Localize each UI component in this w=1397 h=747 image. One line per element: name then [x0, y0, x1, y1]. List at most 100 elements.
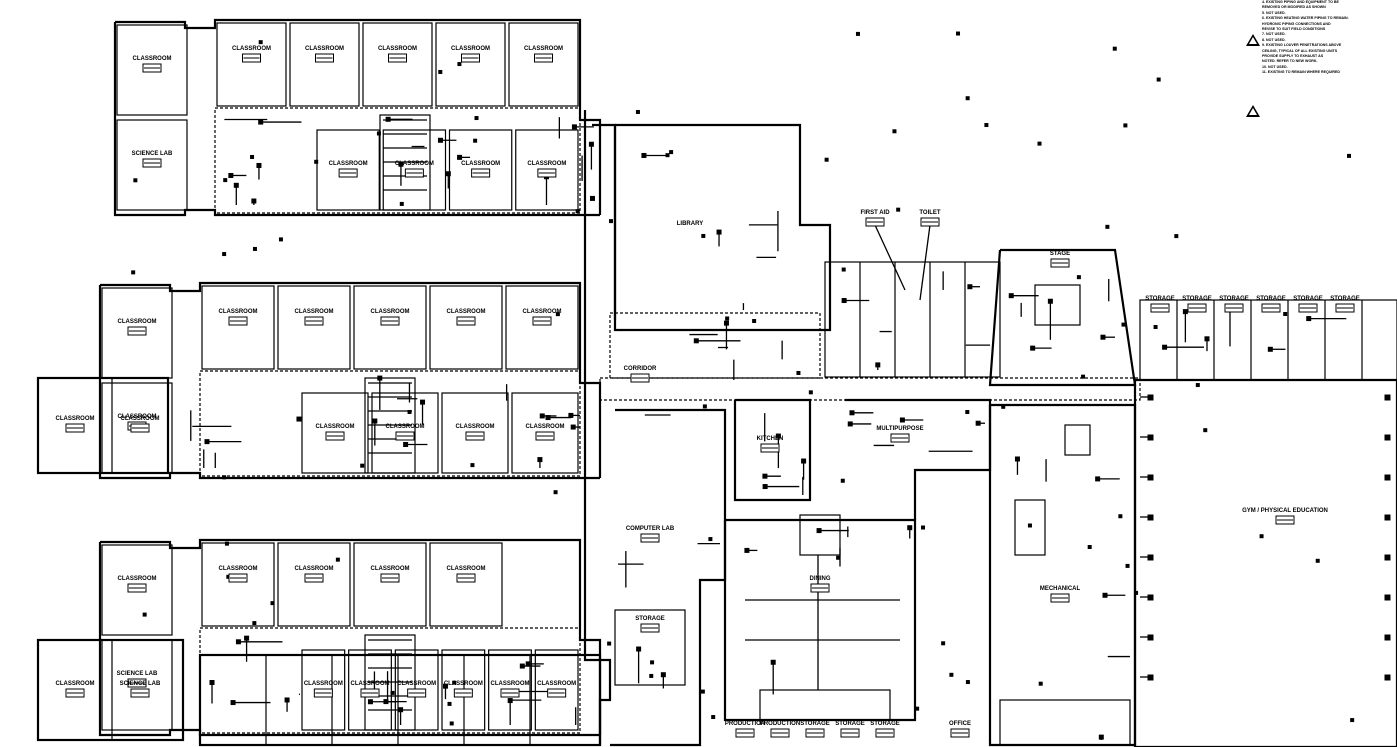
general-note-line: 8. NOT USED.: [1262, 37, 1286, 42]
classroom-label: CLASSROOM: [451, 46, 490, 52]
equipment-unit: [452, 680, 457, 685]
equipment-unit: [1100, 334, 1106, 340]
equipment-unit: [545, 415, 551, 421]
room-label: PRODUCTION: [760, 721, 800, 727]
classroom-wall: [216, 22, 287, 107]
classroom-wall: [301, 649, 346, 731]
general-note-line: REMOVED OR MODIFIED AS SHOWN: [1262, 5, 1326, 10]
room-label: STORAGE: [1145, 296, 1175, 302]
wall-segment: [115, 18, 602, 215]
equipment-unit: [1121, 322, 1126, 327]
equipment-unit: [744, 547, 750, 553]
classroom-wall: [301, 392, 369, 474]
equipment-unit: [892, 129, 897, 134]
first-aid-label: FIRST AID: [860, 210, 890, 216]
room-partitions: [101, 22, 1397, 746]
equipment-unit: [641, 152, 647, 158]
room-label: STORAGE: [1293, 296, 1323, 302]
equipment-unit: [636, 646, 642, 652]
equipment-unit: [965, 96, 970, 101]
equipment-unit: [438, 69, 443, 74]
classroom-wall: [441, 392, 509, 474]
equipment-unit: [252, 246, 257, 251]
toilet-core-wall: [364, 634, 416, 731]
classroom-label: CLASSROOM: [232, 46, 271, 52]
equipment-unit: [314, 159, 319, 164]
mechanical-wall: [988, 403, 1137, 747]
classroom-label: CLASSROOM: [351, 681, 390, 687]
equipment-unit: [553, 490, 558, 495]
equipment-unit: [907, 525, 913, 531]
general-note-line: NOTED. REFER TO NEW WORK.: [1262, 59, 1318, 64]
equipment-unit: [539, 413, 545, 419]
equipment-unit: [965, 680, 970, 685]
equipment-unit: [360, 463, 365, 468]
corridor-ceiling-zone: [199, 370, 581, 477]
equipment-unit: [816, 528, 822, 534]
equipment-unit: [1008, 293, 1014, 299]
equipment-unit: [801, 458, 807, 464]
dining-label: DINING: [810, 576, 831, 582]
classroom-label: CLASSROOM: [371, 566, 410, 572]
equipment-unit: [796, 370, 801, 375]
classroom-label: CLASSROOM: [456, 424, 495, 430]
classroom-wall: [316, 129, 380, 211]
classroom-wall: [201, 542, 275, 627]
equipment-unit: [256, 162, 262, 168]
equipment-unit: [693, 338, 699, 344]
equipment-unit: [1134, 590, 1139, 595]
equipment-unit: [223, 178, 228, 183]
classroom-label: CLASSROOM: [295, 566, 334, 572]
equipment-unit: [1087, 544, 1092, 549]
equipment-unit: [840, 478, 845, 483]
toilet-core-wall: [379, 114, 431, 211]
equipment-unit: [372, 418, 378, 424]
equipment-unit: [967, 284, 973, 290]
equipment-unit: [762, 484, 768, 490]
equipment-unit: [849, 410, 855, 416]
equipment-unit: [975, 420, 981, 426]
classroom-wall: [101, 382, 173, 474]
equipment-unit: [1204, 336, 1210, 342]
unit-heater: [1384, 434, 1391, 441]
equipment-unit: [571, 124, 577, 130]
equipment-unit: [941, 641, 946, 646]
classroom-wall: [101, 544, 173, 636]
room-labels: CLASSROOM CLASSROOM CLASSROOM CLASSROOM CLAS…: [56, 46, 1360, 738]
equipment-unit: [447, 701, 452, 706]
room-label: STORAGE: [870, 721, 900, 727]
classroom-label: SCIENCE LAB: [120, 681, 161, 687]
classroom-label: CLASSROOM: [304, 681, 343, 687]
classroom-wall: [101, 639, 173, 731]
classroom-label: CLASSROOM: [329, 161, 368, 167]
equipment-unit: [568, 412, 574, 418]
equipment-unit: [233, 182, 239, 188]
equipment-unit: [519, 663, 525, 669]
stage-label: STAGE: [1050, 251, 1070, 257]
classroom-label: CLASSROOM: [491, 681, 530, 687]
equipment-unit: [608, 219, 613, 224]
equipment-unit: [669, 150, 674, 155]
classroom-wall: [36, 638, 185, 742]
classroom-label: CLASSROOM: [219, 309, 258, 315]
equipment-unit: [984, 123, 989, 128]
equipment-unit: [775, 433, 781, 439]
gym-wall: [1133, 378, 1397, 747]
equipment-unit: [209, 679, 215, 685]
general-note-line: 5. NOT USED.: [1262, 10, 1286, 15]
general-note-line: HYDRONIC PIPING CONNECTIONS AND: [1262, 21, 1331, 26]
equipment-unit: [377, 375, 383, 381]
equipment-unit: [1027, 523, 1032, 528]
equipment-unit: [473, 138, 478, 143]
admin-wall: [824, 261, 1001, 378]
computer-lab-wall: [610, 408, 727, 747]
equipment-unit: [915, 706, 920, 711]
equipment-unit: [474, 116, 479, 121]
toilet-core-wall: [364, 377, 416, 474]
equipment-unit: [1038, 681, 1043, 686]
unit-heater: [1147, 394, 1154, 401]
equipment-unit: [525, 661, 531, 667]
equipment-unit: [204, 439, 210, 445]
classroom-label: CLASSROOM: [378, 46, 417, 52]
